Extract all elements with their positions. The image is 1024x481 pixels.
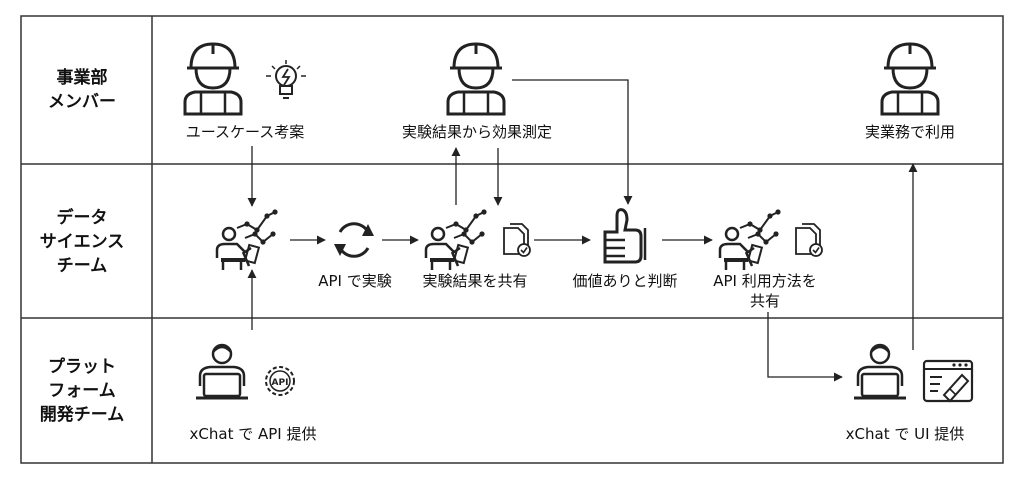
lane-label-platform: プラット フォーム 開発チーム [22,355,142,427]
developer-laptop-icon [852,343,908,400]
data-scientist-icon [215,208,279,272]
worker-helmet-icon [183,42,243,116]
worker-helmet-icon [446,42,506,116]
step-value-judgement: 価値ありと判断 [572,272,678,290]
lightbulb-icon [266,60,306,99]
thumbs-up-icon [603,208,647,264]
ui-window-icon [922,359,974,403]
worker-helmet-icon [880,42,940,116]
step-share-results: 実験結果を共有 [422,272,528,290]
api-gear-icon: API [265,366,295,396]
step-xchat-ui: xChat で UI 提供 [845,425,965,443]
step-xchat-api: xChat で API 提供 [189,425,317,443]
document-check-icon [503,223,531,257]
api-gear-badge: API [272,378,289,388]
lane-label-business: 事業部 メンバー [22,66,142,114]
data-scientist-icon [718,208,782,272]
developer-laptop-icon [194,343,250,400]
lane-label-business-text: 事業部 メンバー [48,68,116,112]
connector-arrows [247,79,918,382]
refresh-cycle-icon [334,222,374,258]
lane-label-platform-text: プラット フォーム 開発チーム [39,357,125,425]
document-check-icon [795,223,823,257]
step-share-api-usage: API 利用方法を 共有 [713,272,817,310]
step-api-experiment: API で実験 [318,272,392,290]
step-usecase: ユースケース考案 [185,123,305,141]
data-scientist-icon [424,208,488,272]
step-business-use: 実業務で利用 [864,123,955,141]
lane-label-data-science: データ サイエンス チーム [22,206,142,278]
step-measure: 実験結果から効果測定 [401,123,552,141]
lane-label-data-science-text: データ サイエンス チーム [39,208,125,276]
